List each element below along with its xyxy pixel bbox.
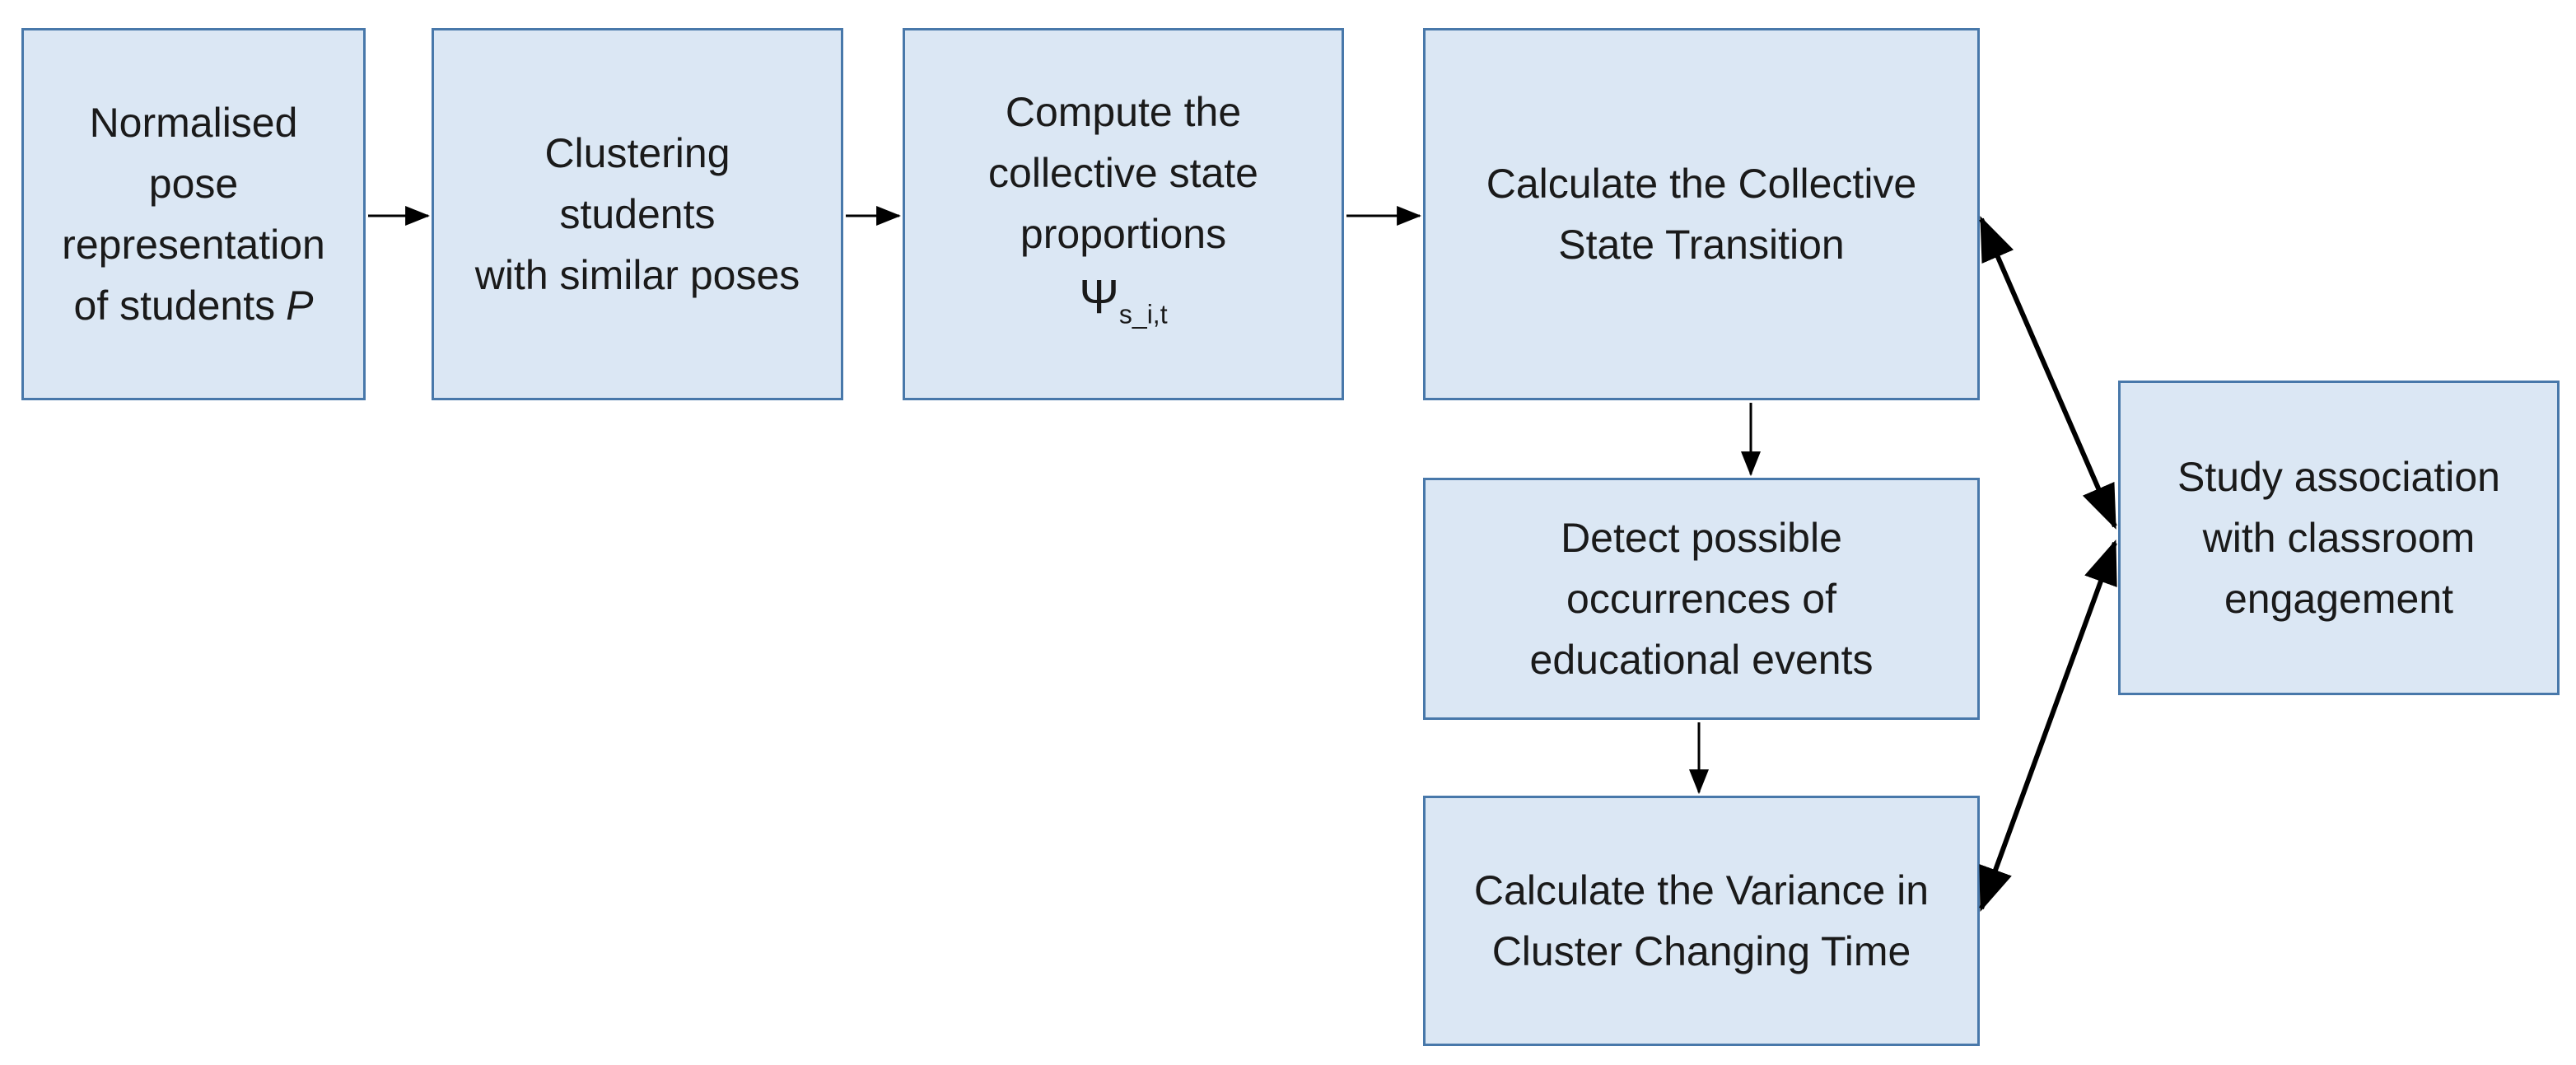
- psi-symbol: Ψ: [1079, 269, 1119, 324]
- node-text-line: representation: [62, 222, 325, 268]
- node-text-line: educational events: [1529, 637, 1874, 683]
- node-text-line: Ψs_i,t: [1079, 264, 1167, 348]
- node-clustering-students: Clustering students with similar poses: [432, 28, 843, 400]
- node-text-fragment: of students: [73, 283, 276, 329]
- node-text-line: Clustering: [544, 130, 730, 176]
- node-text-line: State Transition: [1558, 222, 1845, 268]
- node-detect-educational-events: Detect possible occurrences of education…: [1423, 478, 1980, 720]
- node-text-line: students: [559, 191, 716, 237]
- double-arrow-variance-engagement: [1979, 540, 2117, 912]
- node-text-line: pose: [148, 161, 239, 207]
- node-text-line: occurrences of: [1566, 576, 1836, 622]
- node-text-line: Compute the: [1005, 88, 1242, 135]
- math-symbol-P: P: [286, 283, 314, 329]
- node-text-line: Study association: [2177, 454, 2500, 500]
- node-text-line: with classroom: [2202, 515, 2476, 561]
- node-text-line: collective state: [988, 149, 1258, 196]
- node-calculate-collective-state-transition: Calculate the Collective State Transitio…: [1423, 28, 1980, 400]
- node-text-line: Normalised: [89, 100, 298, 146]
- node-text-line: Cluster Changing Time: [1491, 928, 1911, 974]
- node-text-line: with similar poses: [474, 252, 800, 298]
- node-text-line: proportions: [1020, 210, 1227, 257]
- node-compute-collective-state-proportions: Compute the collective state proportions…: [903, 28, 1344, 400]
- node-normalised-pose-representation: Normalised pose representation of studen…: [21, 28, 366, 400]
- node-text-line: engagement: [2224, 576, 2453, 622]
- psi-subscript: s_i,t: [1118, 299, 1168, 329]
- node-study-association-engagement: Study association with classroom engagem…: [2118, 381, 2560, 695]
- node-text-line: Detect possible: [1561, 515, 1842, 561]
- node-text-line: Calculate the Collective: [1486, 161, 1917, 207]
- node-calculate-variance-cluster-changing-time: Calculate the Variance in Cluster Changi…: [1423, 796, 1980, 1046]
- node-text-line: Calculate the Variance in: [1473, 867, 1930, 913]
- double-arrow-transition-engagement: [1979, 216, 2117, 530]
